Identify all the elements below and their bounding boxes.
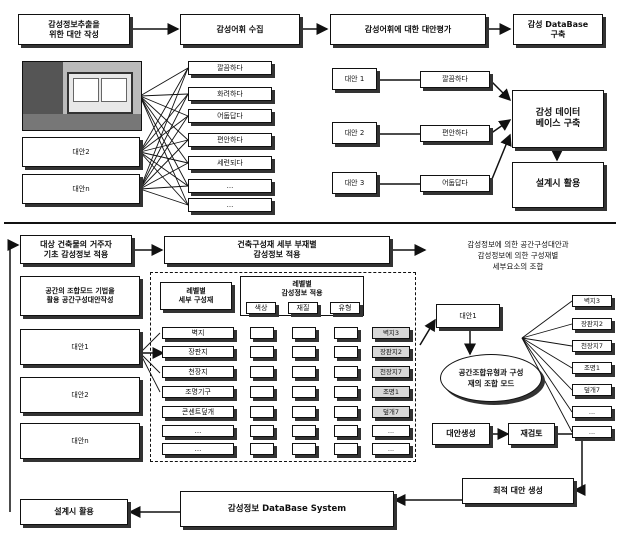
right-alt-1[interactable]: 대안1 — [436, 304, 500, 328]
table-cell[interactable] — [334, 366, 358, 378]
table-cell[interactable] — [250, 406, 274, 418]
col-type: 유형 — [330, 302, 360, 314]
table-cell[interactable] — [292, 327, 316, 339]
row-label[interactable]: ... — [162, 443, 234, 455]
eval-word-1[interactable]: 깔끔하다 — [420, 71, 490, 88]
apply-basic-info[interactable]: 대상 건축물의 거주자 기초 감성정보 적용 — [20, 235, 132, 264]
table-cell[interactable] — [334, 406, 358, 418]
alt-n-box[interactable]: 대안n — [22, 174, 140, 204]
row-tag[interactable]: 조명1 — [372, 386, 410, 398]
word-item[interactable]: ... — [188, 179, 272, 193]
word-item[interactable]: 편안하다 — [188, 133, 272, 147]
table-cell[interactable] — [292, 406, 316, 418]
right-tag[interactable]: ... — [572, 426, 612, 438]
right-tag[interactable]: ... — [572, 406, 612, 418]
right-tag[interactable]: 조명1 — [572, 362, 612, 374]
step-alt-evaluation[interactable]: 감성어휘에 대한 대안평가 — [330, 14, 486, 45]
table-cell[interactable] — [250, 366, 274, 378]
table-cell[interactable] — [250, 443, 274, 455]
right-tag[interactable]: 장판지2 — [572, 318, 612, 330]
row-label[interactable]: 콘센트덮개 — [162, 406, 234, 418]
table-cell[interactable] — [334, 327, 358, 339]
row-tag[interactable]: 덮개7 — [372, 406, 410, 418]
eval-alt-3[interactable]: 대안 3 — [332, 172, 377, 194]
bottom-design-use[interactable]: 설계시 활용 — [20, 499, 128, 525]
row-label[interactable]: 천장지 — [162, 366, 234, 378]
table-cell[interactable] — [250, 327, 274, 339]
word-item[interactable]: 어둡답다 — [188, 109, 272, 123]
bottom-alt-1[interactable]: 대안1 — [20, 329, 140, 365]
right-tag[interactable]: 벽지3 — [572, 295, 612, 307]
right-tag[interactable]: 천장지7 — [572, 340, 612, 352]
row-tag[interactable]: ... — [372, 443, 410, 455]
row-tag[interactable]: ... — [372, 425, 410, 437]
eval-word-3[interactable]: 어둡답다 — [420, 175, 490, 192]
table-cell[interactable] — [292, 366, 316, 378]
alt-2-box[interactable]: 대안2 — [22, 137, 140, 167]
right-tag[interactable]: 덮개7 — [572, 384, 612, 396]
row-label[interactable]: 장판지 — [162, 346, 234, 358]
row-label[interactable]: 벽지 — [162, 327, 234, 339]
db-system-box[interactable]: 감성정보 DataBase System — [180, 491, 394, 527]
table-cell[interactable] — [334, 346, 358, 358]
table-cell[interactable] — [334, 386, 358, 398]
row-label[interactable]: ... — [162, 425, 234, 437]
word-item[interactable]: 세련되다 — [188, 156, 272, 170]
db-build-box[interactable]: 감성 데이터 베이스 구축 — [512, 90, 604, 148]
row-tag[interactable]: 장판지2 — [372, 346, 410, 358]
alt1-photo — [22, 61, 142, 131]
table-header-components: 레벨별 세부 구성재 — [160, 282, 232, 310]
recheck-box[interactable]: 재검토 — [508, 423, 555, 445]
row-tag[interactable]: 벽지3 — [372, 327, 410, 339]
row-tag[interactable]: 천장지7 — [372, 366, 410, 378]
step-word-collection[interactable]: 감성어휘 수집 — [180, 14, 300, 45]
bottom-alt-n[interactable]: 대안n — [20, 423, 140, 459]
row-label[interactable]: 조명기구 — [162, 386, 234, 398]
word-item[interactable]: 깔끔하다 — [188, 61, 272, 75]
col-color: 색상 — [246, 302, 276, 314]
step-db-build[interactable]: 감성 DataBase 구축 — [513, 14, 603, 45]
table-cell[interactable] — [334, 443, 358, 455]
final-alt-box[interactable]: 최적 대안 생성 — [462, 478, 574, 504]
eval-alt-2[interactable]: 대안 2 — [332, 122, 377, 144]
bottom-alt-2[interactable]: 대안2 — [20, 377, 140, 413]
alt-make-box[interactable]: 대안생성 — [432, 423, 490, 445]
eval-alt-1[interactable]: 대안 1 — [332, 68, 377, 90]
eval-word-2[interactable]: 편안하다 — [420, 125, 490, 142]
table-cell[interactable] — [292, 443, 316, 455]
table-cell[interactable] — [292, 425, 316, 437]
step-alt-creation[interactable]: 감성정보추출을 위한 대안 작성 — [18, 14, 130, 45]
space-alt-box[interactable]: 공간의 조합모드 기법을 활용 공간구성대안작성 — [20, 276, 140, 316]
col-material: 재질 — [288, 302, 318, 314]
table-cell[interactable] — [250, 346, 274, 358]
apply-detail-info[interactable]: 건축구성재 세부 부재별 감성정보 적용 — [164, 236, 390, 264]
table-cell[interactable] — [292, 346, 316, 358]
table-cell[interactable] — [250, 386, 274, 398]
design-use-box[interactable]: 설계시 활용 — [512, 162, 604, 208]
word-item[interactable]: 화려하다 — [188, 87, 272, 101]
combo-mode-ellipse[interactable]: 공간조합유형과 구성 재의 조합 모드 — [440, 354, 542, 402]
table-cell[interactable] — [334, 425, 358, 437]
combo-note: 감성정보에 의한 공간구성대안과 감성정보에 의한 구성재별 세부요소의 조합 — [428, 238, 608, 272]
table-cell[interactable] — [250, 425, 274, 437]
word-item[interactable]: ... — [188, 198, 272, 212]
table-cell[interactable] — [292, 386, 316, 398]
